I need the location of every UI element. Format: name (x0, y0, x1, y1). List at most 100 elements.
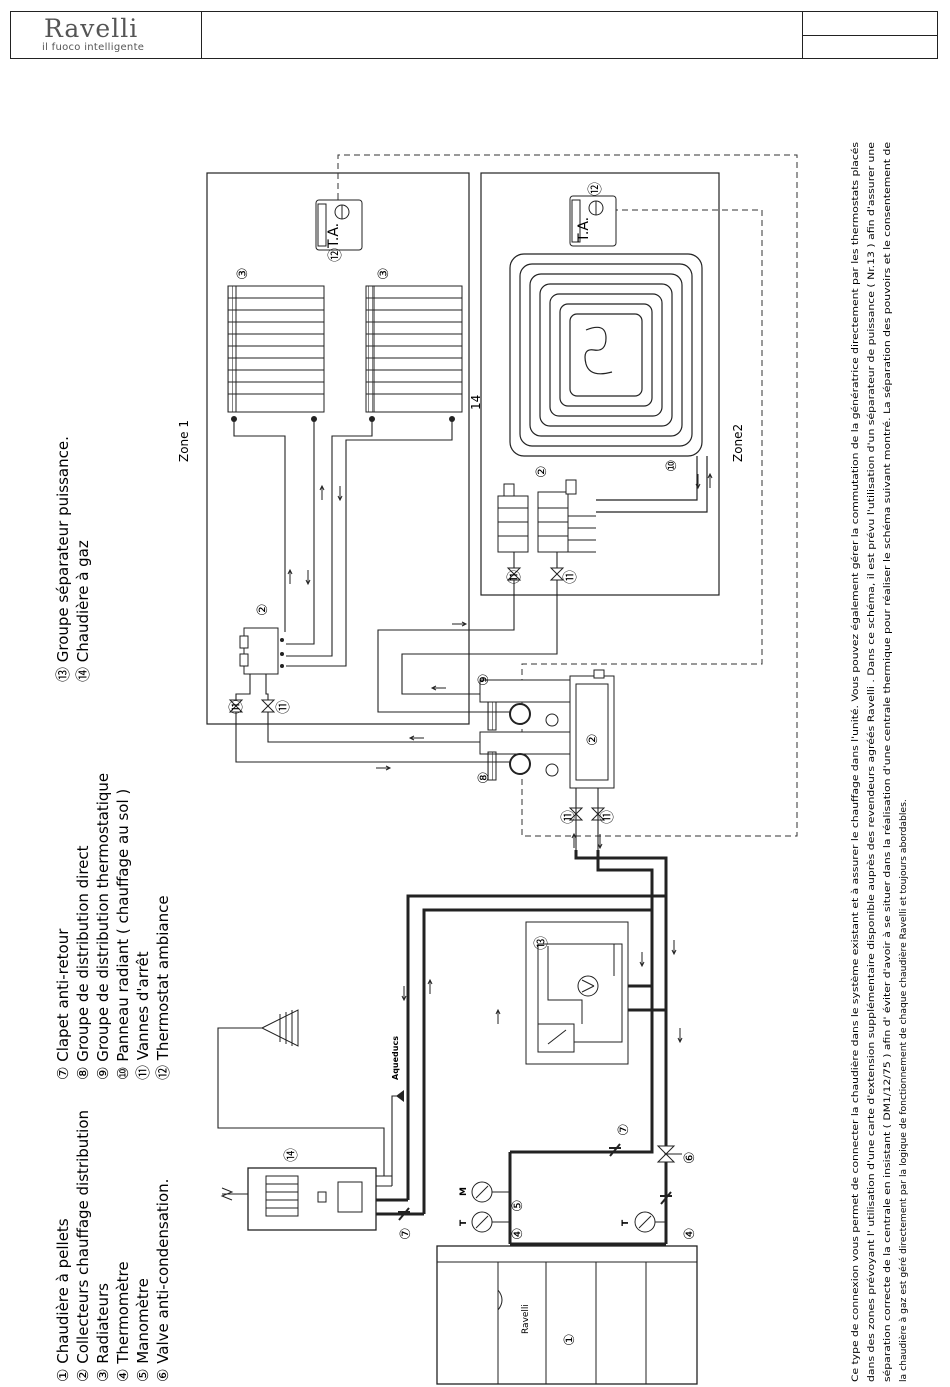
legend-item: ⑧ Groupe de distribution direct (74, 845, 92, 1080)
legend-item: ⑨ Groupe de distribution thermostatique (94, 773, 112, 1080)
legend-item: ④ Thermomètre (114, 1261, 132, 1382)
marker-11b: ⑪ (276, 700, 292, 714)
check-valve-main (609, 1143, 621, 1157)
marker-13: ⑬ (534, 936, 550, 950)
flue-terminal (260, 1009, 299, 1047)
legend-item: ① Chaudière à pellets (54, 1218, 72, 1382)
pipe-zone2-a (377, 552, 520, 713)
thermometer-gauge-return (634, 1211, 666, 1233)
manometer-gauge (471, 1181, 510, 1203)
boiler-brand-label: Ravelli (521, 1304, 531, 1334)
dashed-ta2-line (612, 209, 763, 510)
anti-condensation-valve (656, 1145, 682, 1163)
gauge-m-label: M (459, 1187, 469, 1196)
marker-14: ⑭ (284, 1148, 300, 1162)
aqueduct-symbol (396, 1090, 404, 1102)
radiator-1 (227, 285, 325, 422)
marker-2c: ② (585, 733, 601, 746)
pipe-zone1-b (265, 674, 520, 743)
shutoff-valve-zone2-a (506, 567, 522, 581)
marker-10: ⑩ (664, 459, 680, 472)
marker-11f: ⑪ (600, 810, 616, 824)
description-line: séparation correcte de la centrale en in… (882, 142, 893, 1382)
marker-4a: ④ (510, 1227, 526, 1240)
description-text: Ce type de connexion vous permet de conn… (850, 142, 909, 1382)
room-thermostat-zone2 (569, 195, 617, 247)
zone2-manifold (497, 479, 596, 553)
page-header: Ravelli il fuoco intelligente (10, 11, 938, 59)
flow-arrows (287, 472, 713, 1044)
pipe-zone1-radiator-flow (233, 419, 286, 632)
gauge-t-label: T (459, 1219, 469, 1226)
pipe-zone1-radiator2-return (286, 419, 453, 667)
marker-2a: ② (534, 465, 550, 478)
header-info-cell (802, 12, 937, 58)
water-supply-line (391, 1095, 404, 1186)
brand-tagline: il fuoco intelligente (42, 42, 145, 53)
room-thermostat-zone1 (315, 199, 363, 251)
marker-5: ⑤ (510, 1199, 526, 1212)
logo-cell: Ravelli il fuoco intelligente (11, 12, 202, 58)
description-line: Ce type de connexion vous permet de conn… (850, 142, 861, 1382)
pipe-zone1-a (235, 674, 520, 763)
description-line: dans des zones prévoyant l' utilisation … (866, 142, 877, 1382)
zone2-box (480, 172, 720, 596)
shutoff-valve-zone1-a (228, 699, 244, 713)
marker-12a: ⑫ (328, 248, 344, 262)
shutoff-valve-zone2-b (549, 567, 565, 581)
marker-3b: ③ (376, 267, 392, 280)
label-14: 14 (469, 395, 483, 410)
pellet-boiler (436, 1245, 698, 1385)
thermometer-gauge (471, 1211, 510, 1233)
circled-markers: ⑫ ③ ③ ⑫ ② ⑩ ② ⑪ ⑪ ⑪ ⑪ ⑨ ⑧ ② ⑪ ⑪ ⑬ ⑦ ⑥ ⑤ … (229, 182, 698, 1346)
radiator-2 (365, 285, 463, 422)
aqueducs-label: Aqueducs (391, 1036, 400, 1080)
marker-9: ⑨ (476, 673, 492, 686)
marker-11e: ⑪ (561, 810, 577, 824)
marker-12b: ⑫ (588, 182, 604, 196)
gauge-t-return-label: T (621, 1219, 631, 1226)
marker-3a: ③ (235, 267, 251, 280)
distribution-collector (569, 669, 615, 789)
legend-item: ⑬ Groupe séparateur puissance. (54, 436, 72, 682)
zone1-manifold (239, 627, 284, 675)
legend-item: ② Collecteurs chauffage distribution (74, 1110, 92, 1382)
legend-item: ⑦ Clapet anti-retour (54, 928, 72, 1080)
shutoff-valve-zone1-b (260, 699, 276, 713)
marker-2b: ② (255, 603, 271, 616)
legend-item: ⑩ Panneau radiant ( chauffage au sol ) (114, 789, 132, 1080)
legend-item: ⑥ Valve anti-condensation. (154, 1179, 172, 1382)
pipe-zone2-b (401, 552, 558, 695)
legend-item: ⑭ Chaudière à gaz (74, 540, 92, 682)
marker-7b: ⑦ (398, 1227, 414, 1240)
legend-col-2: ⑦ Clapet anti-retour ⑧ Groupe de distrib… (54, 773, 172, 1080)
dashed-control-line (337, 154, 798, 837)
pipe-zone1-radiator-return (286, 419, 315, 645)
legend-col-3: ⑬ Groupe séparateur puissance. ⑭ Chaudiè… (54, 436, 92, 682)
legend-item: ③ Radiateurs (94, 1283, 112, 1382)
marker-6: ⑥ (682, 1151, 698, 1164)
legend-item: ⑤ Manomètre (134, 1278, 152, 1382)
distribution-groups (479, 679, 577, 781)
ta-label-zone2: T.A. (576, 217, 592, 243)
pipe-zone1-radiator2-flow (286, 419, 373, 657)
flue-line (217, 1027, 385, 1176)
legend-item: ⑫ Thermostat ambiance (154, 895, 172, 1080)
description-line: la chaudière à gaz est géré directement … (898, 799, 909, 1382)
marker-11a: ⑪ (229, 700, 245, 714)
marker-1: ① (562, 1333, 578, 1346)
power-separator-group (525, 921, 629, 1065)
zone1-label: Zone 1 (177, 420, 191, 462)
brand-logo: Ravelli (44, 14, 139, 43)
radiant-floor-panel (509, 253, 708, 513)
marker-11d: ⑪ (563, 570, 579, 584)
legend-col-1: ① Chaudière à pellets ② Collecteurs chau… (54, 1110, 172, 1382)
marker-7a: ⑦ (616, 1123, 632, 1136)
marker-8: ⑧ (476, 771, 492, 784)
marker-11c: ⑪ (507, 570, 523, 584)
marker-4b: ④ (682, 1227, 698, 1240)
ta-label-zone1: T.A. (326, 223, 342, 249)
legend-item: ⑪ Vannes d'arrêt (134, 951, 152, 1080)
zone2-label: Zone2 (731, 424, 745, 462)
